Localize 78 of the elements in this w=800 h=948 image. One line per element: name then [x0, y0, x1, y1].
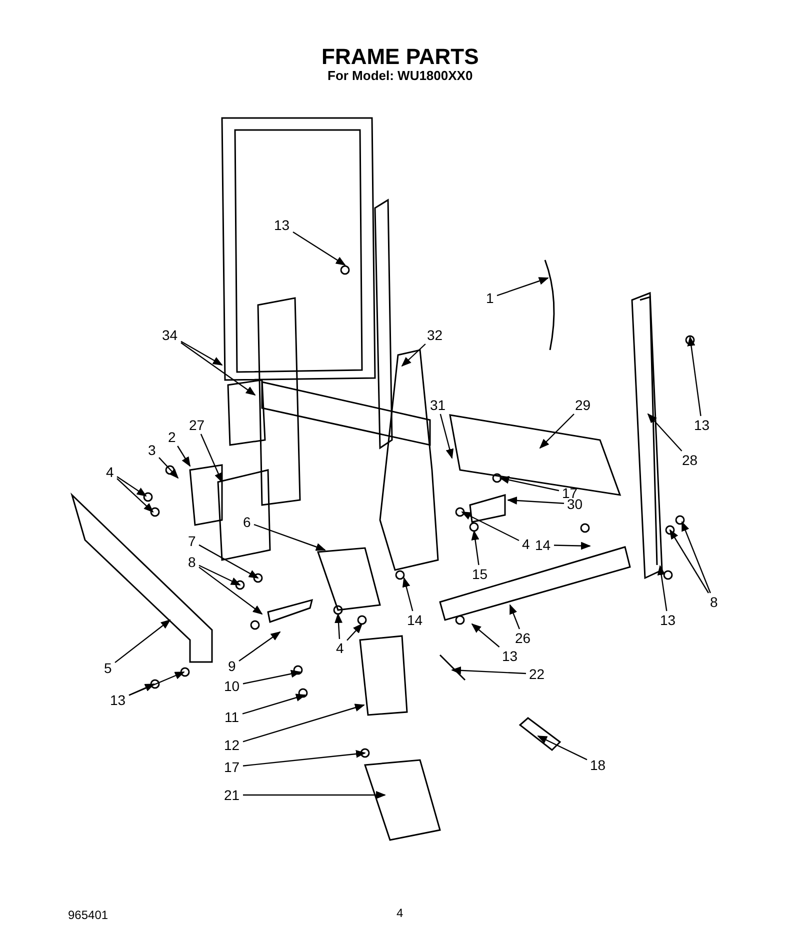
callout-number: 34	[161, 327, 179, 343]
callout-number: 32	[426, 327, 444, 343]
leader-line	[254, 524, 326, 551]
callout-number: 15	[471, 566, 489, 582]
callout-number: 14	[406, 612, 424, 628]
callout-number: 5	[103, 660, 113, 676]
callout-number: 26	[514, 630, 532, 646]
leader-line	[554, 542, 591, 550]
leader-line	[198, 544, 259, 579]
callout-number: 4	[521, 536, 531, 552]
leader-line	[334, 613, 343, 640]
callout-number: 14	[534, 537, 552, 553]
callout-number: 18	[589, 757, 607, 773]
leader-line	[128, 671, 185, 696]
leader-line	[128, 683, 155, 696]
leader-line	[451, 666, 526, 674]
callout-number: 9	[227, 658, 237, 674]
page-title: FRAME PARTS	[322, 44, 479, 70]
leader-line	[681, 521, 711, 594]
callout-number: 7	[187, 533, 197, 549]
callout-number: 12	[223, 737, 241, 753]
callout-number: 8	[187, 554, 197, 570]
leader-line	[243, 791, 386, 799]
leader-line	[509, 604, 520, 630]
leader-line	[116, 478, 154, 513]
callout-number: 1	[485, 290, 495, 306]
leader-line	[242, 704, 365, 742]
leader-line	[471, 623, 500, 648]
callout-number: 8	[709, 594, 719, 610]
leader-line	[242, 750, 366, 766]
leader-line	[687, 336, 702, 416]
page-number: 4	[396, 906, 404, 920]
document-number: 965401	[68, 908, 108, 922]
leader-line	[537, 735, 588, 760]
leader-line	[507, 496, 564, 505]
leader-line	[539, 414, 574, 449]
callout-number: 2	[167, 429, 177, 445]
leader-line	[471, 530, 480, 566]
leader-line	[499, 476, 560, 492]
callout-number: 13	[501, 648, 519, 664]
leader-line	[496, 277, 549, 296]
leader-line	[292, 231, 346, 266]
leader-line	[238, 631, 281, 662]
callout-number: 11	[224, 709, 240, 725]
leader-line	[402, 577, 414, 612]
leader-line	[346, 623, 363, 641]
callout-number: 21	[223, 787, 241, 803]
leader-line	[200, 434, 223, 483]
leader-line	[242, 670, 301, 684]
leader-line	[180, 340, 223, 366]
leader-line	[657, 565, 668, 612]
callout-number: 22	[528, 666, 546, 682]
callout-number: 13	[659, 612, 677, 628]
leader-line	[198, 564, 241, 586]
leader-line	[198, 566, 263, 615]
leader-line	[177, 446, 191, 467]
callout-number: 13	[273, 217, 291, 233]
callout-number: 28	[681, 452, 699, 468]
callout-number: 6	[242, 514, 252, 530]
callout-number: 29	[574, 397, 592, 413]
callout-number: 31	[429, 397, 447, 413]
callout-number: 4	[335, 640, 345, 656]
leader-line	[242, 694, 306, 714]
callout-number: 3	[147, 442, 157, 458]
callout-number: 27	[188, 417, 206, 433]
callout-number: 10	[223, 678, 241, 694]
leader-line	[180, 342, 256, 396]
leader-line	[669, 529, 710, 594]
callout-number: 13	[693, 417, 711, 433]
leader-line	[647, 413, 682, 452]
model-subtitle: For Model: WU1800XX0	[328, 68, 473, 83]
callout-number: 4	[105, 464, 115, 480]
callout-number: 17	[223, 759, 241, 775]
callout-number: 13	[109, 692, 127, 708]
leader-line	[116, 476, 147, 497]
leader-line	[461, 511, 520, 542]
leader-line	[158, 457, 179, 479]
leader-line	[114, 619, 171, 664]
